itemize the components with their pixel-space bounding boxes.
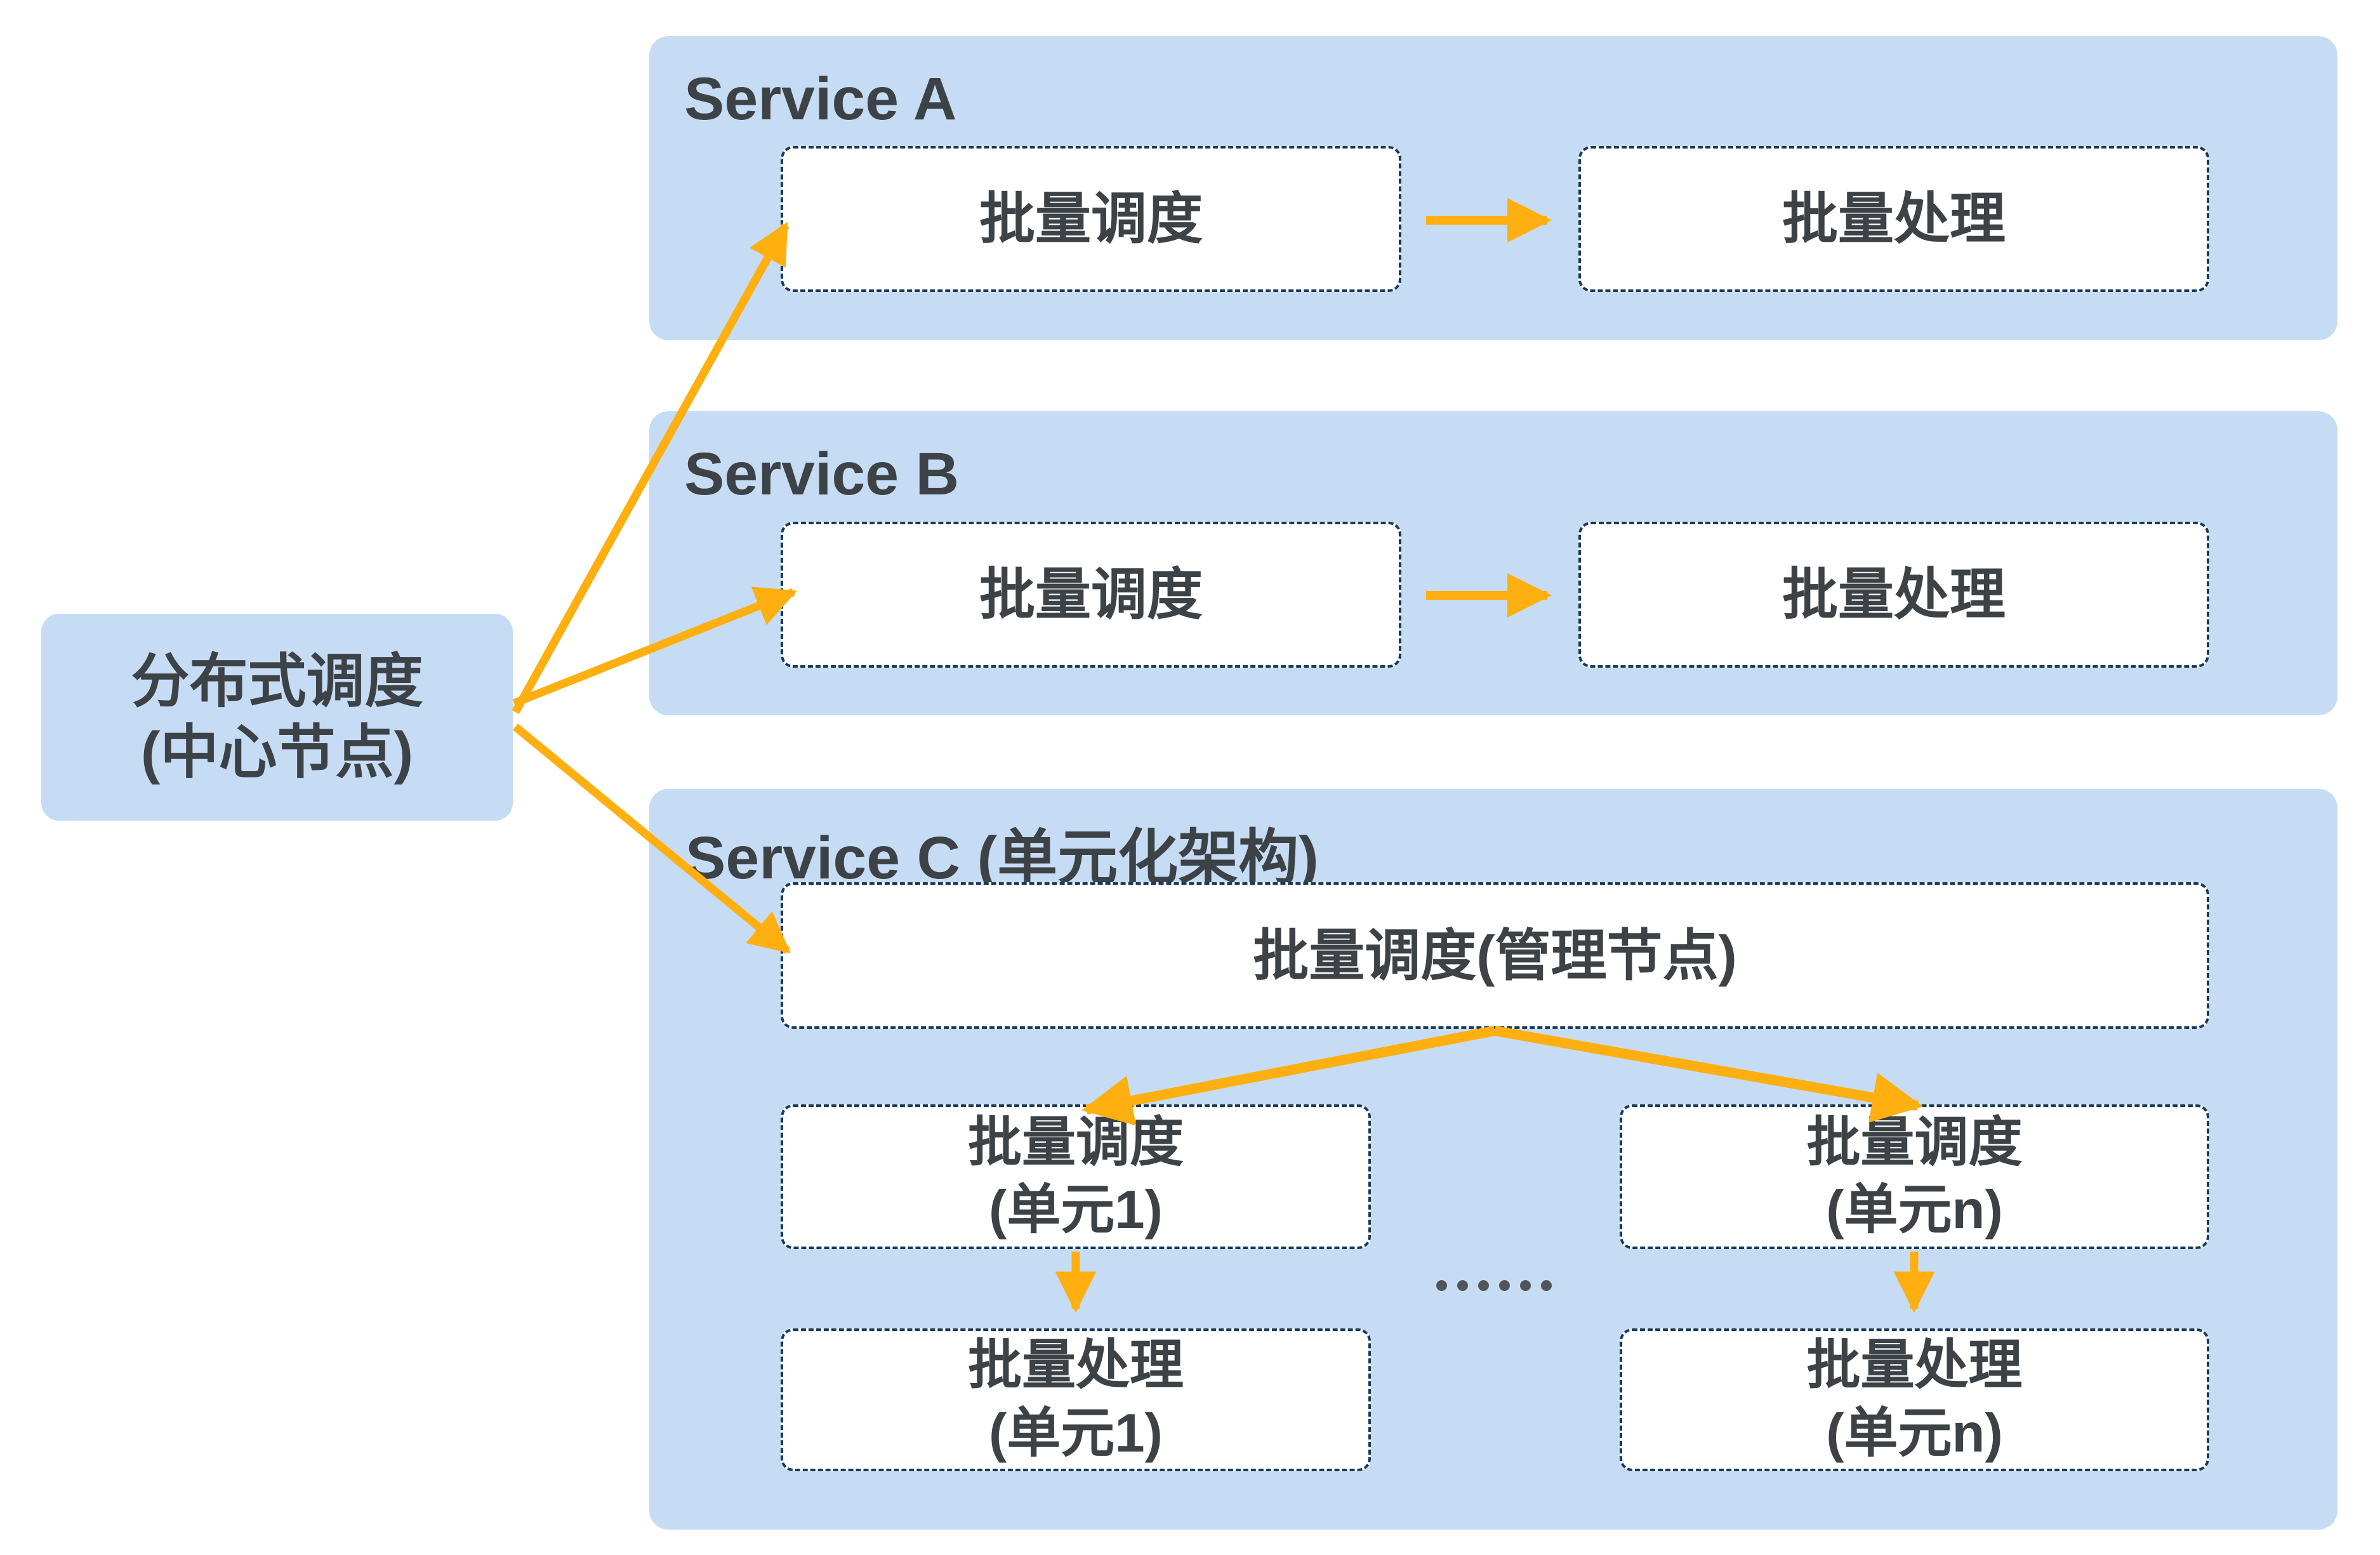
service-b-panel: Service B 批量调度 批量处理	[649, 411, 2337, 715]
service-b-scheduler-box: 批量调度	[781, 522, 1401, 668]
central-node-label-line1: 分布式调度	[131, 649, 423, 714]
central-node: 分布式调度 (中心节点)	[41, 614, 513, 821]
service-b-title: Service B	[684, 440, 960, 508]
unitn-processor-label-line2: (单元n)	[1826, 1403, 2003, 1464]
service-c-manager-label: 批量调度(管理节点)	[1253, 923, 1737, 987]
service-a-title: Service A	[684, 65, 957, 133]
service-a-processor-label: 批量处理	[1782, 187, 2006, 250]
service-c-manager-box: 批量调度(管理节点)	[781, 882, 2209, 1029]
service-c-unit1-scheduler-box: 批量调度 (单元1)	[781, 1104, 1371, 1249]
service-a-processor-box: 批量处理	[1578, 146, 2209, 292]
unitn-processor-label-line1: 批量处理	[1806, 1335, 2023, 1396]
unitn-scheduler-label-line2: (单元n)	[1826, 1180, 2003, 1240]
service-c-unitn-processor-box: 批量处理 (单元n)	[1620, 1328, 2209, 1471]
unit1-scheduler-label-line2: (单元1)	[989, 1180, 1163, 1240]
unit1-processor-label-line1: 批量处理	[967, 1335, 1184, 1396]
service-c-unit1-processor-box: 批量处理 (单元1)	[781, 1328, 1371, 1471]
central-node-label-line2: (中心节点)	[140, 720, 414, 785]
service-b-scheduler-label: 批量调度	[979, 563, 1203, 626]
service-a-scheduler-box: 批量调度	[781, 146, 1401, 292]
service-b-processor-box: 批量处理	[1578, 522, 2209, 668]
service-a-panel: Service A 批量调度 批量处理	[649, 36, 2337, 340]
unit1-scheduler-label-line1: 批量调度	[967, 1112, 1184, 1173]
service-c-unitn-scheduler-box: 批量调度 (单元n)	[1620, 1104, 2209, 1249]
service-c-title: Service C (单元化架构)	[685, 824, 1319, 892]
service-b-processor-label: 批量处理	[1782, 563, 2006, 626]
unit1-processor-label-line2: (单元1)	[989, 1403, 1163, 1464]
unitn-scheduler-label-line1: 批量调度	[1806, 1112, 2023, 1173]
service-c-panel: Service C (单元化架构) 批量调度(管理节点) 批量调度 (单元1) …	[649, 789, 2337, 1530]
service-a-scheduler-label: 批量调度	[979, 187, 1203, 250]
ellipsis-dots	[1436, 1280, 1552, 1291]
